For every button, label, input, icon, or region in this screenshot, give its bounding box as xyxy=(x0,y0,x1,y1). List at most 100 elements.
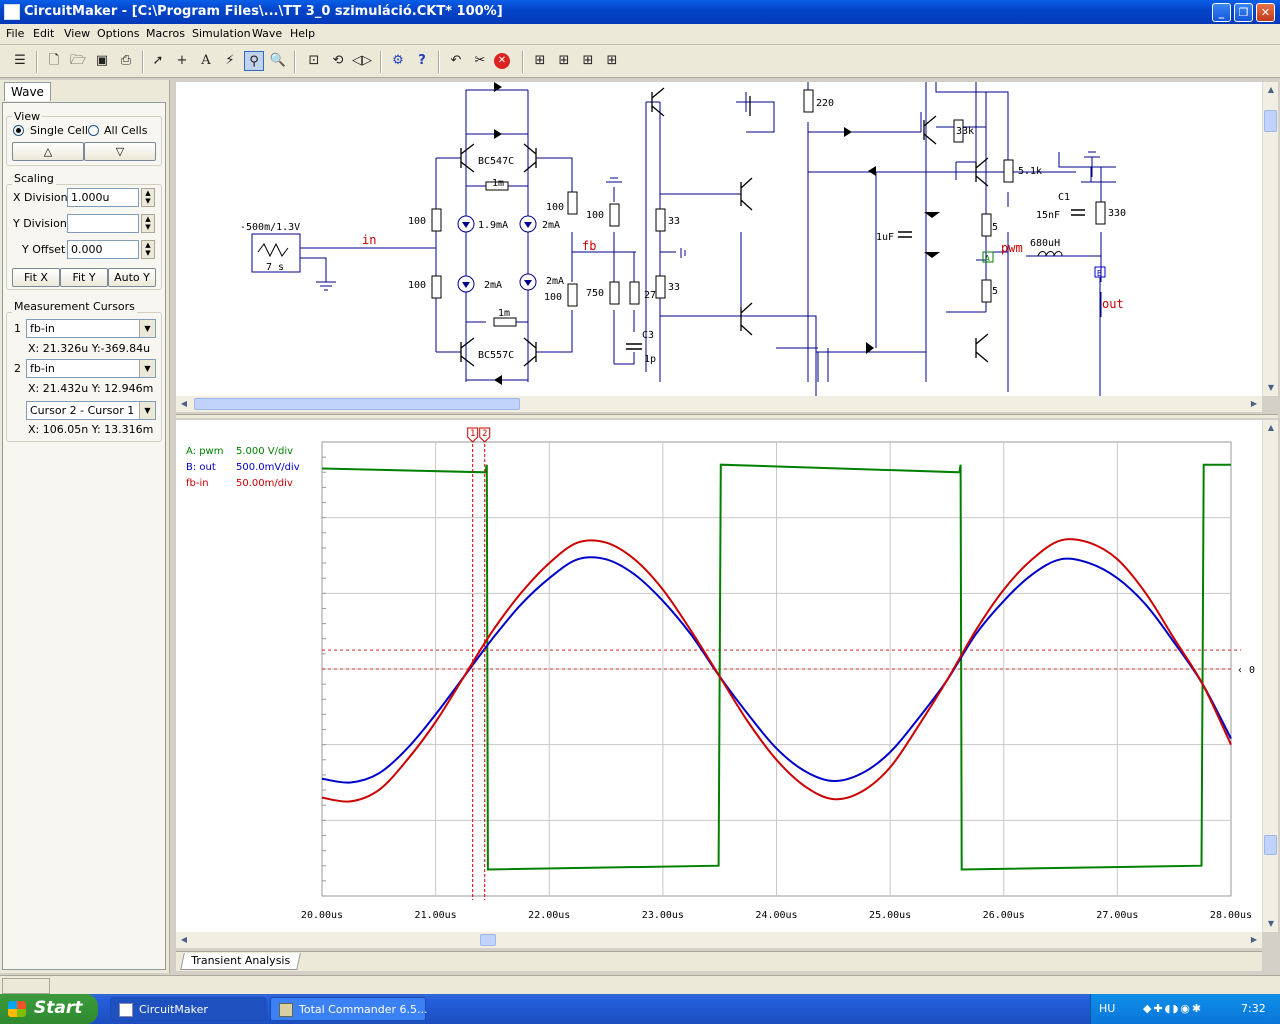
text-icon[interactable]: A xyxy=(201,53,211,68)
r100c-label: 100 xyxy=(546,202,564,213)
x-tick-label: 24.00us xyxy=(755,910,797,921)
x-division-label: X Division xyxy=(13,191,68,204)
open-icon[interactable]: 🗁 xyxy=(69,53,87,68)
fb-label: fb xyxy=(582,239,596,253)
menu-file[interactable]: File xyxy=(6,27,25,40)
new-icon[interactable]: 🗋 xyxy=(48,53,60,68)
menu-view[interactable]: View xyxy=(64,27,91,40)
rotate-icon[interactable]: ⟲ xyxy=(332,53,344,68)
tab-transient-analysis[interactable]: Transient Analysis xyxy=(180,953,301,970)
cursor-flag-2 xyxy=(479,427,491,443)
i2c-label: 2mA xyxy=(546,276,564,287)
schematic-canvas[interactable]: -500m/1.3V 7 s in fb pwm out BC547C BC55… xyxy=(176,82,1262,396)
y-offset-spinner[interactable]: ▲▼ xyxy=(141,240,155,259)
y-division-input[interactable] xyxy=(67,214,139,233)
x-tick-label: 23.00us xyxy=(642,910,684,921)
analysis-tabs: Transient Analysis xyxy=(176,951,1262,971)
menu-wave[interactable]: Wave xyxy=(252,27,283,40)
c3-label: C3 xyxy=(642,330,654,341)
zoom-fit-icon[interactable]: ⊡ xyxy=(308,53,320,68)
all-cells-radio[interactable] xyxy=(88,125,99,136)
menu-simulation[interactable]: Simulation xyxy=(192,27,251,40)
wave-vscroll[interactable]: ▲ ▼ xyxy=(1262,420,1278,932)
wire-icon[interactable]: + xyxy=(176,53,188,68)
title-bar: CircuitMaker - [C:\Program Files\...\TT … xyxy=(0,0,1280,24)
scaling-group xyxy=(6,184,162,290)
cursor1-signal-select[interactable]: fb-in▼ xyxy=(26,319,156,338)
r750-label: 750 xyxy=(586,288,604,299)
status-bar xyxy=(0,975,1280,995)
x-tick-label: 27.00us xyxy=(1096,910,1138,921)
schematic-vscroll[interactable]: ▲ ▼ xyxy=(1262,82,1278,396)
x-tick-label: 28.00us xyxy=(1210,910,1252,921)
print-icon[interactable]: ⎙ xyxy=(120,53,132,68)
menu-options[interactable]: Options xyxy=(97,27,140,40)
x-division-input[interactable]: 1.000u xyxy=(67,188,139,207)
start-button[interactable]: Start xyxy=(0,994,98,1024)
r330-label: 330 xyxy=(1108,208,1126,219)
y-offset-input[interactable]: 0.000 xyxy=(67,240,139,259)
cursor1-readout: X: 21.326u Y:-369.84u xyxy=(28,342,151,355)
task-circuitmaker[interactable]: CircuitMaker xyxy=(110,997,266,1021)
cut-icon[interactable]: ✂ xyxy=(474,53,486,68)
single-cell-radio[interactable] xyxy=(13,125,24,136)
task-total-commander[interactable]: Total Commander 6.5... xyxy=(270,997,428,1021)
tray-icons[interactable]: ◆✚◖◗◉✱ xyxy=(1143,1002,1204,1015)
r51k-label: 5.1k xyxy=(1018,166,1042,177)
mirror-icon[interactable]: ◁▷ xyxy=(352,53,372,68)
out-label: out xyxy=(1102,297,1124,311)
undo-icon[interactable]: ↶ xyxy=(450,53,462,68)
macro1-icon[interactable]: ⊞ xyxy=(534,53,546,68)
r1mb-label: 1m xyxy=(498,308,510,319)
c1-label: C1 xyxy=(1058,192,1070,203)
save-icon[interactable]: ▣ xyxy=(95,53,109,68)
app-icon[interactable] xyxy=(4,4,20,20)
cell-down-button[interactable]: ▽ xyxy=(84,142,156,161)
close-button[interactable]: ✕ xyxy=(1256,3,1275,22)
macro2-icon[interactable]: ⊞ xyxy=(558,53,570,68)
arrow-icon[interactable]: ➚ xyxy=(152,53,164,68)
stop-icon[interactable]: ✕ xyxy=(494,53,510,69)
start-label: Start xyxy=(34,998,83,1018)
place-parts-icon[interactable]: ☰ xyxy=(14,53,26,68)
minimize-button[interactable]: _ xyxy=(1212,3,1231,22)
macro3-icon[interactable]: ⊞ xyxy=(582,53,594,68)
zoom-icon[interactable]: 🔍 xyxy=(269,53,287,68)
x-tick-label: 22.00us xyxy=(528,910,570,921)
restore-button[interactable]: ❐ xyxy=(1234,3,1253,22)
y-division-spinner[interactable]: ▲▼ xyxy=(141,214,155,233)
help-icon[interactable]: ? xyxy=(418,53,426,68)
fit-x-button[interactable]: Fit X xyxy=(12,268,60,287)
q1-label: BC547C xyxy=(478,156,514,167)
language-indicator[interactable]: HU xyxy=(1099,1002,1116,1015)
menu-edit[interactable]: Edit xyxy=(33,27,55,40)
i2b-label: 2mA xyxy=(484,280,502,291)
x-tick-label: 25.00us xyxy=(869,910,911,921)
view-group-title: View xyxy=(12,110,43,123)
wave-hscroll[interactable]: ◀ ▶ xyxy=(176,932,1262,948)
menu-bar: File Edit View Options Macros Simulation… xyxy=(0,24,1280,45)
schematic-hscroll[interactable]: ◀ ▶ xyxy=(176,396,1262,412)
x-division-spinner[interactable]: ▲▼ xyxy=(141,188,155,207)
source-label: -500m/1.3V xyxy=(240,222,300,233)
fit-y-button[interactable]: Fit Y xyxy=(60,268,108,287)
auto-y-button[interactable]: Auto Y xyxy=(108,268,156,287)
menu-help[interactable]: Help xyxy=(290,27,316,40)
cursor2-signal-select[interactable]: fb-in▼ xyxy=(26,359,156,378)
menu-macros[interactable]: Macros xyxy=(146,27,186,40)
probe-icon[interactable]: ⚡ xyxy=(225,53,235,68)
run-icon[interactable]: ⚙ xyxy=(392,53,404,68)
r33k-label: 33k xyxy=(956,126,974,137)
wave-probe-icon[interactable]: ⚲ xyxy=(244,51,264,71)
macro4-icon[interactable]: ⊞ xyxy=(606,53,618,68)
legend-out-scale: 500.0mV/div xyxy=(236,462,300,473)
l680-label: 680uH xyxy=(1030,238,1060,249)
cursors-group-title: Measurement Cursors xyxy=(12,300,137,313)
zero-marker: ‹ 0 xyxy=(1237,665,1255,676)
window-title: CircuitMaker - [C:\Program Files\...\TT … xyxy=(24,4,503,19)
cursor-diff-select[interactable]: Cursor 2 - Cursor 1▼ xyxy=(26,401,156,420)
cell-up-button[interactable]: △ xyxy=(12,142,84,161)
tab-wave[interactable]: Wave xyxy=(4,82,51,101)
